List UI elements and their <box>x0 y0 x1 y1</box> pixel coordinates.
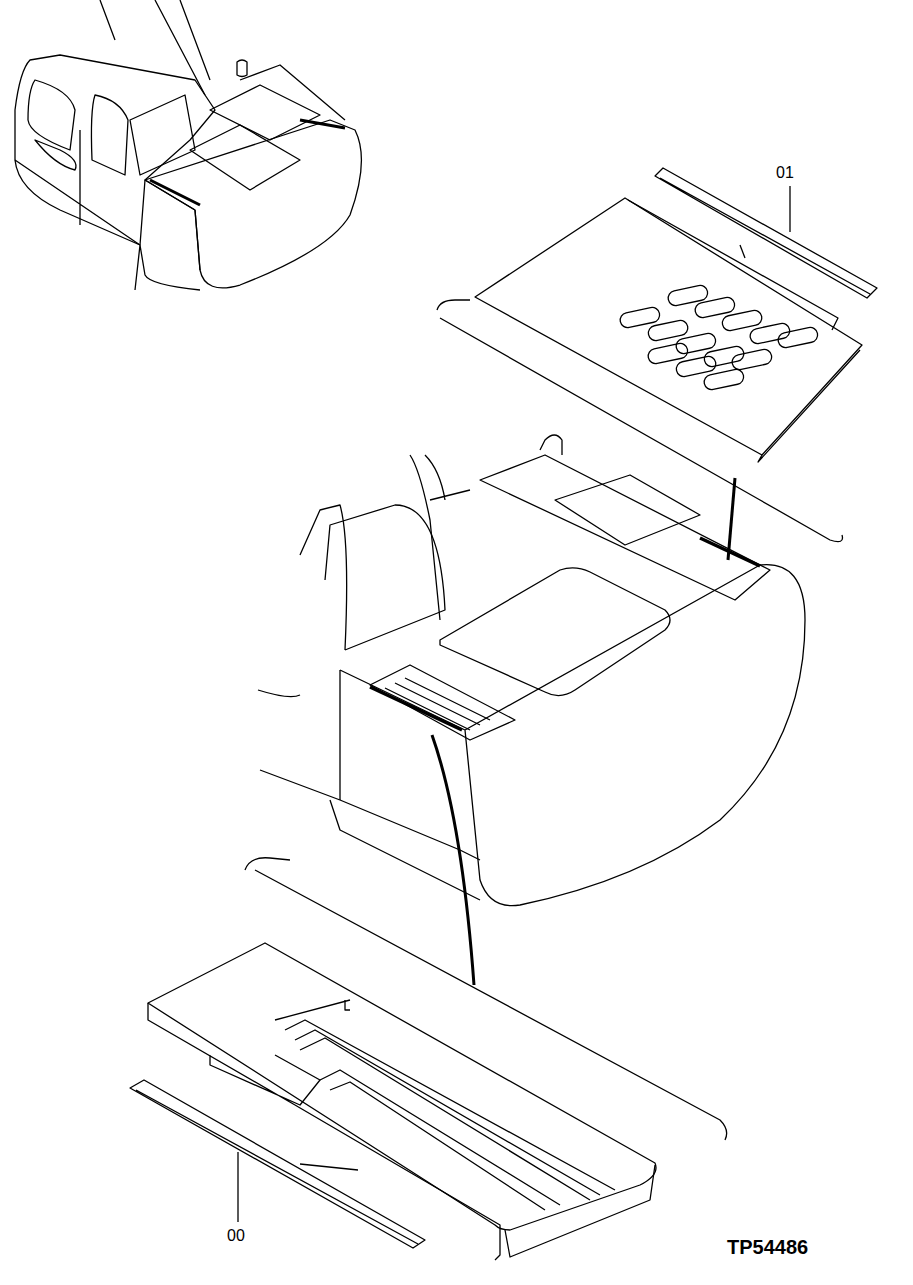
seal-strip-00 <box>130 1080 425 1248</box>
leader-line <box>237 1152 238 1222</box>
slot-pattern <box>619 284 819 391</box>
leader-line <box>740 245 745 258</box>
callout-number: 00 <box>227 1228 245 1244</box>
figure-id: TP54486 <box>727 1237 808 1257</box>
floor-cover-panel <box>148 858 727 1260</box>
leader-line <box>789 186 790 232</box>
location-link <box>728 478 735 560</box>
leader-line <box>300 1164 358 1170</box>
location-link <box>432 735 474 985</box>
seal-strip-01 <box>655 168 877 298</box>
machine-body <box>258 435 805 906</box>
machine-overview <box>15 0 361 290</box>
callout-number: 01 <box>776 165 794 181</box>
